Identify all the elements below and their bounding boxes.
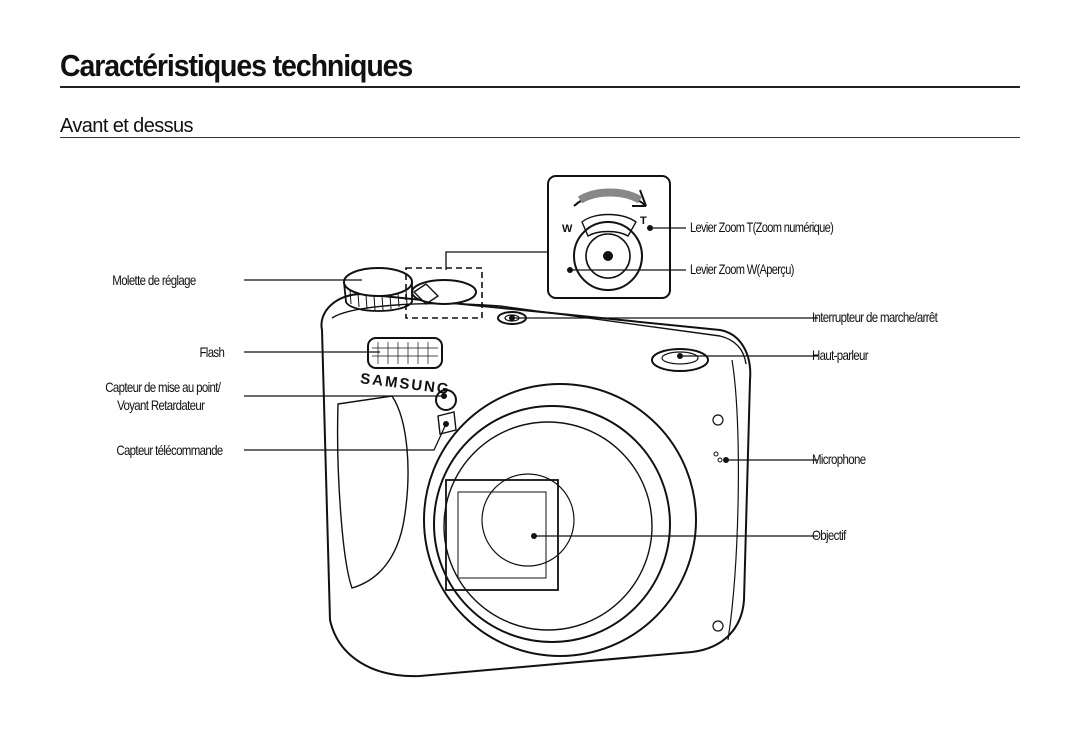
zoom-inset-frame: [547, 175, 671, 299]
speaker-shape: [651, 348, 709, 372]
mode-dial: [343, 267, 413, 297]
lens-ring-2: [433, 405, 671, 643]
camera-top-edge: [331, 302, 747, 365]
lens-glass: [481, 473, 575, 567]
mode-dial-ridges: [349, 289, 408, 311]
label-mode-dial: Molette de réglage: [112, 272, 197, 288]
section-title: Avant et dessus: [60, 115, 194, 137]
camera-side-edge: [727, 359, 739, 641]
zoom-lever: [412, 283, 440, 305]
zoom-t-mark: T: [640, 215, 647, 227]
zoom-highlight-box: [405, 267, 483, 319]
label-zoom-w: Levier Zoom W(Aperçu): [690, 262, 794, 277]
label-zoom-t: Levier Zoom T(Zoom numérique): [690, 220, 834, 235]
label-microphone: Microphone: [812, 451, 866, 467]
af-lamp-shape: [435, 389, 457, 411]
zoom-w-mark: W: [562, 223, 573, 235]
label-power-button: Interrupteur de marche/arrêt: [812, 309, 938, 325]
flash-shape: [367, 337, 443, 369]
lens-outer-ring: [423, 383, 697, 657]
flash-texture: [372, 342, 438, 364]
label-remote-sensor: Capteur télécommande: [116, 442, 224, 458]
label-af-sensor-1: Capteur de mise au point/: [104, 379, 221, 395]
mode-dial-side: [343, 281, 413, 312]
label-flash: Flash: [199, 344, 224, 360]
lens-window: [445, 479, 559, 591]
label-speaker: Haut-parleur: [812, 347, 869, 363]
lens-ring-3: [443, 421, 653, 631]
page-title: Caractéristiques techniques: [60, 48, 413, 83]
title-divider: [60, 86, 1020, 88]
leader-lines: [244, 227, 818, 537]
section-divider: [60, 137, 1020, 138]
label-af-sensor-2: Voyant Retardateur: [116, 397, 205, 413]
label-lens: Objectif: [812, 527, 846, 543]
camera-grip: [336, 395, 409, 589]
remote-sensor-shape: [437, 411, 457, 435]
